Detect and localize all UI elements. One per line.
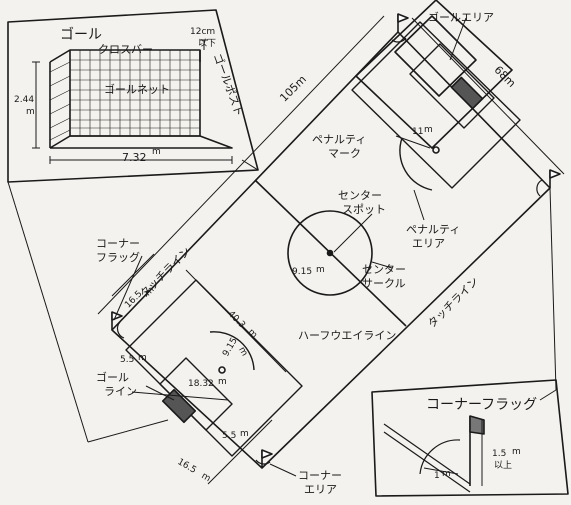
penalty-mark-label-2: マーク xyxy=(328,147,361,160)
crossbar-label: クロスバー xyxy=(98,43,153,56)
goal-height-value: 2.44 xyxy=(14,95,35,105)
arc-radius-unit: m xyxy=(442,469,451,479)
penalty-arc-bottom xyxy=(209,331,255,371)
penalty-spot-top xyxy=(432,146,440,154)
flag-height-note: 以上 xyxy=(494,461,513,471)
center-spot-label: センター xyxy=(338,189,382,202)
dim-5-5-b-unit: m xyxy=(240,429,249,439)
dim-18-32-unit: m xyxy=(218,377,227,387)
goal-height-unit: m xyxy=(26,107,35,117)
corner-inset-title: コーナーフラッグ xyxy=(426,397,538,413)
center-radius-value: 9.15 xyxy=(292,267,313,277)
goal-ground xyxy=(49,135,233,149)
penalty-area-label-2: エリア xyxy=(412,237,445,250)
center-circle-label: センター xyxy=(362,263,406,276)
corner-area-label: コーナー xyxy=(298,469,342,482)
goal-width-value: 7.32 xyxy=(122,151,147,164)
center-circle xyxy=(287,210,373,296)
center-spot-label-2: スポット xyxy=(342,203,386,216)
center-circle-label-2: サークル xyxy=(362,277,406,290)
corner-flag-label: コーナー xyxy=(96,237,140,250)
flag-height-value: 1.5 xyxy=(492,449,507,459)
arc-radius-value: 1 xyxy=(434,471,440,481)
penalty-mark-distance-unit: m xyxy=(424,125,433,135)
goal-line-label-2: ライン xyxy=(104,385,137,398)
goal-net-label: ゴールネット xyxy=(104,83,170,96)
goal-inset-title: ゴール xyxy=(60,27,102,43)
goal-line-label: ゴール xyxy=(96,371,129,384)
dim-18-32: 18.32 xyxy=(188,379,214,389)
center-radius-unit: m xyxy=(316,265,325,275)
post-size-note: 以下 xyxy=(198,39,217,49)
dim-5-5-a: 5.5 xyxy=(120,355,135,365)
dim-5-5-a-unit: m xyxy=(138,353,147,363)
post-size-label: 12cm xyxy=(190,27,216,37)
penalty-mark-label: ペナルティ xyxy=(312,133,367,146)
center-spot xyxy=(326,249,334,257)
penalty-area-top xyxy=(355,0,513,149)
goal-width-unit: m xyxy=(152,147,161,157)
goal-area-label: ゴールエリア xyxy=(428,11,494,24)
corner-inset-frame xyxy=(371,379,569,497)
penalty-spot-bottom xyxy=(218,366,226,374)
penalty-mark-distance: 11 xyxy=(412,127,424,137)
penalty-area-top-real xyxy=(351,21,521,189)
flag-height-unit: m xyxy=(512,447,521,457)
corner-flag-label-2: フラッグ xyxy=(96,251,140,264)
penalty-arc-top xyxy=(399,137,433,191)
corner-area-label-2: エリア xyxy=(304,483,337,496)
goal-area-top xyxy=(409,43,495,129)
dim-5-5-b: 5.5 xyxy=(222,431,237,441)
penalty-area-label: ペナルティ xyxy=(406,223,461,236)
halfway-line-label: ハーフウエイライン xyxy=(298,329,397,342)
